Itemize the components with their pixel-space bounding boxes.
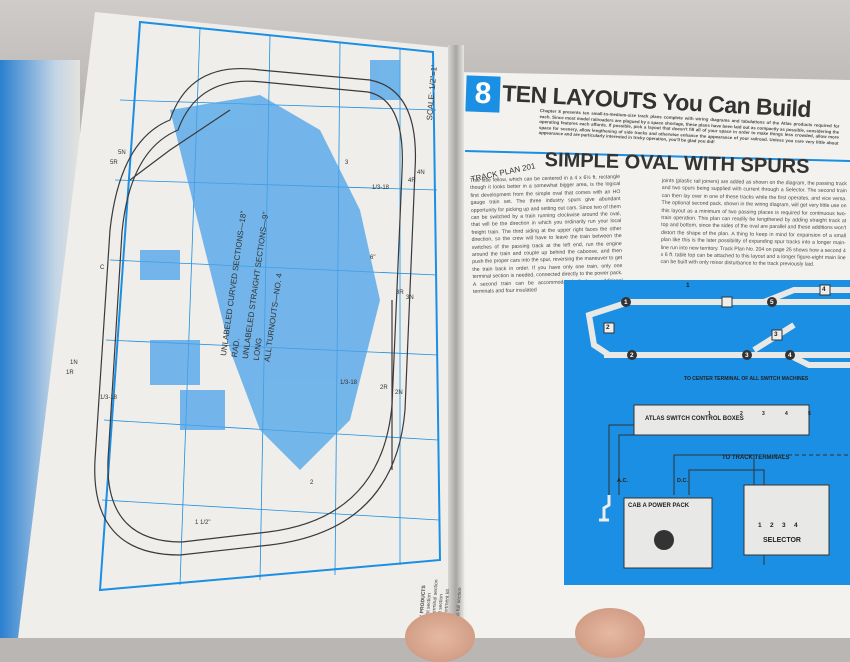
thumb: [405, 612, 475, 662]
switch-number: 2: [630, 352, 634, 359]
plan-border: [98, 20, 442, 592]
track-label: 1/3-18: [100, 395, 118, 401]
track-label: 5R: [110, 160, 118, 166]
track-label: 2N: [395, 390, 403, 396]
track-label: 4N: [417, 170, 425, 176]
book-gutter: [448, 45, 464, 638]
switch-number: 4: [788, 352, 792, 359]
switch-number: 3: [745, 352, 749, 359]
track-label: 3R: [396, 290, 404, 296]
track-terminals-label: TO TRACK TERMINALS: [722, 455, 790, 461]
track-label: 1N: [70, 360, 78, 366]
diagram-track: [585, 287, 850, 368]
wiring-diagram-art: [585, 284, 850, 569]
selector-box: [743, 484, 830, 556]
selector-position: 2: [770, 522, 774, 529]
switch-machines-label: TO CENTER TERMINAL OF ALL SWITCH MACHINE…: [684, 376, 809, 382]
body-column-1: This little fellow, which can be centere…: [470, 174, 623, 296]
power-pack-label: CAB A POWER PACK: [628, 503, 690, 509]
track-label: 2: [310, 480, 314, 486]
switch-number: 1: [624, 299, 628, 306]
track-label: 3: [345, 160, 349, 166]
plug-icon: [599, 495, 611, 522]
track-label: 6": [370, 255, 376, 261]
switch-number: 5: [770, 299, 774, 306]
control-boxes-label: ATLAS SWITCH CONTROL BOXES: [645, 416, 744, 422]
scenery: [140, 60, 400, 470]
selector-position: 4: [794, 522, 798, 529]
oval-track: [94, 68, 417, 556]
track-label: 5N: [118, 150, 126, 156]
block-number: 2: [606, 324, 610, 331]
track-plan: [94, 20, 442, 592]
switch-box-label: 2: [740, 411, 743, 417]
track-label: 2R: [380, 385, 388, 391]
thumb: [575, 608, 645, 658]
switch-box-label: 5: [808, 411, 811, 417]
selector-label: SELECTOR: [763, 537, 801, 544]
body-column-2: joints (plastic rail joiners) are added …: [660, 178, 847, 269]
track-label: C: [100, 265, 105, 271]
switch-control-boxes: [633, 404, 810, 436]
throttle-knob-icon: [654, 530, 674, 550]
ac-label: A.C.: [617, 478, 628, 484]
wires: [608, 424, 850, 565]
track-label: 1R: [66, 370, 74, 376]
track-label: 1 1/2": [195, 520, 211, 526]
switch-box-label: 3: [762, 411, 765, 417]
dc-label: D.C.: [677, 478, 688, 484]
switch-box-label: 4: [785, 411, 788, 417]
track-label: 3N: [406, 295, 414, 301]
block-number: 4: [822, 286, 826, 293]
track-label: 1/3-18: [340, 380, 358, 386]
selector-position: 3: [782, 522, 786, 529]
track-label: 1/3-18: [372, 185, 390, 191]
selector-position: 1: [758, 522, 762, 529]
track-label: 4R: [408, 178, 416, 184]
switch-box-label: 1: [708, 411, 711, 417]
chapter-number: 8: [465, 75, 501, 113]
block-number: 1: [686, 282, 690, 289]
block-number: 3: [774, 331, 778, 338]
